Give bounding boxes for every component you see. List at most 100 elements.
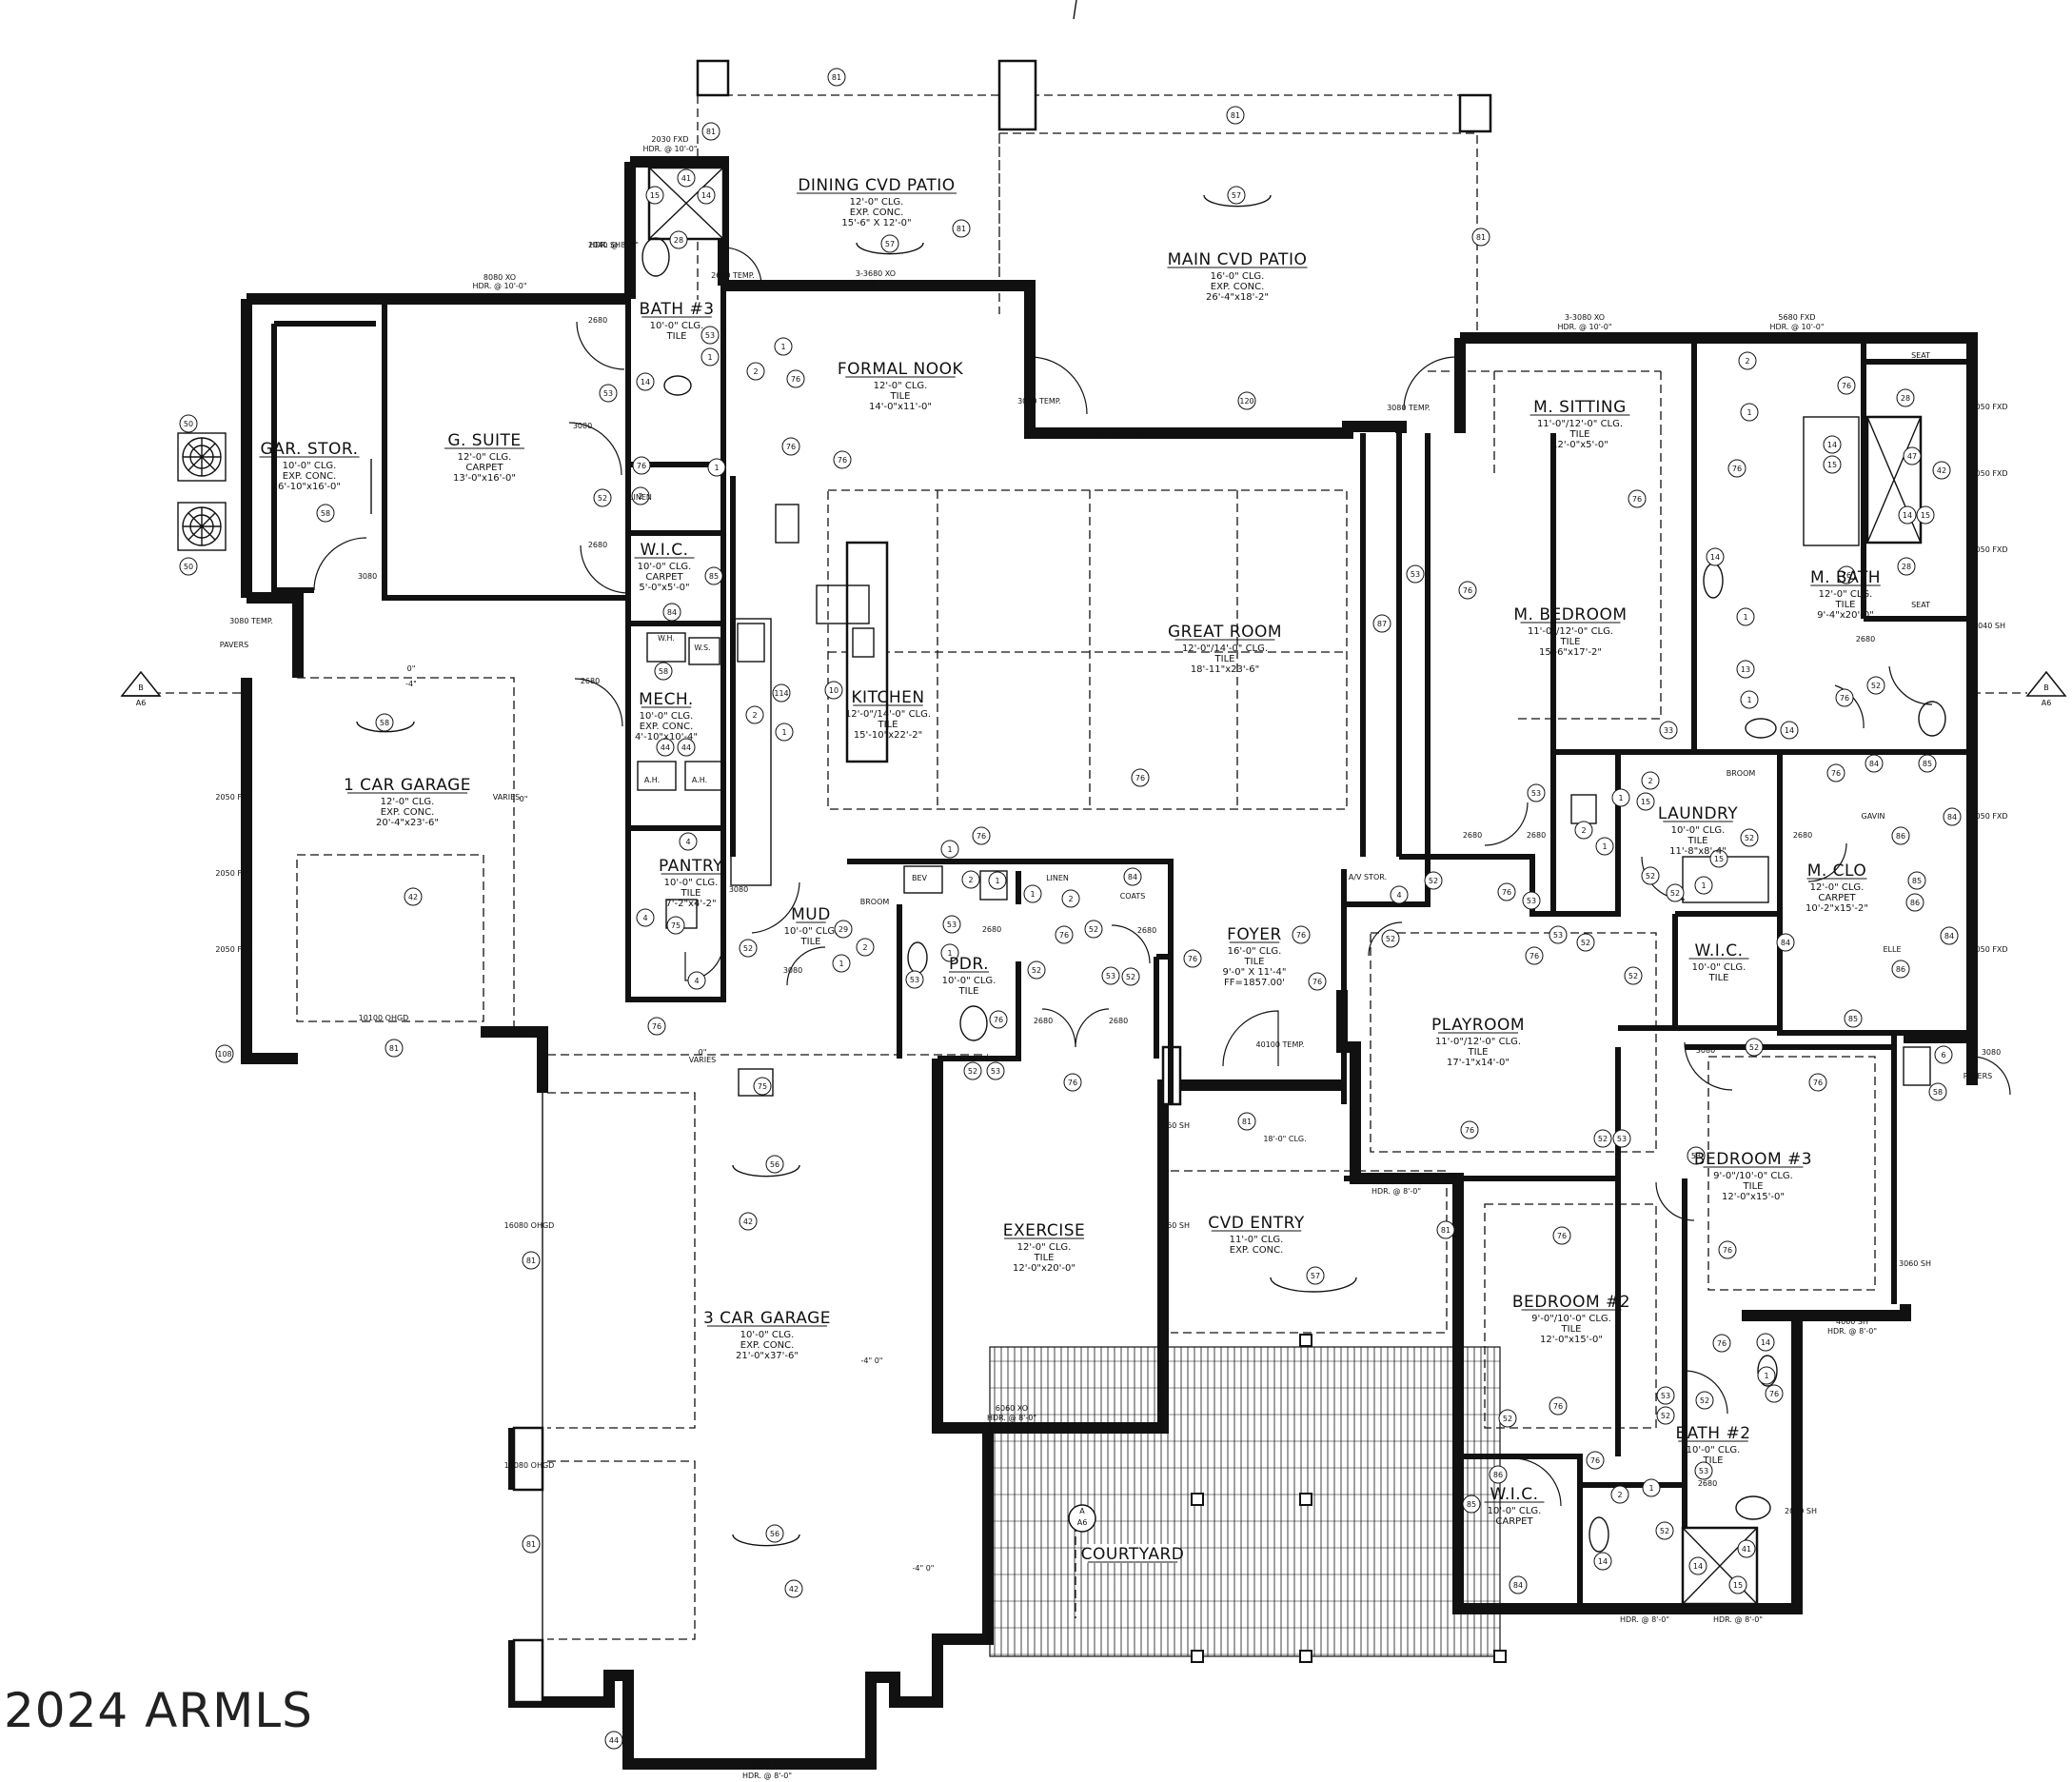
svg-text:81: 81 xyxy=(832,73,841,82)
svg-text:84: 84 xyxy=(1947,813,1957,822)
callout-tag: 52 xyxy=(1624,966,1643,985)
svg-text:2: 2 xyxy=(753,367,758,376)
annotation-label: COATS xyxy=(1120,892,1146,901)
svg-text:1: 1 xyxy=(1030,890,1035,899)
annotation-label: 2680 xyxy=(1109,1017,1128,1025)
svg-text:1: 1 xyxy=(1701,881,1706,890)
ac-units xyxy=(177,432,227,551)
annotation-label: 3-3680 XO xyxy=(856,269,896,278)
svg-text:52: 52 xyxy=(1661,1412,1670,1420)
annotation-label: 2030 FXD xyxy=(651,135,688,144)
callout-tag: 29 xyxy=(834,920,853,939)
callout-tag: 10 xyxy=(824,681,843,700)
svg-text:76: 76 xyxy=(977,832,986,841)
room-name: PDR. xyxy=(949,955,989,974)
svg-text:52: 52 xyxy=(1700,1396,1709,1405)
annotation-label: 2050 FXD xyxy=(1970,545,2007,554)
annotation-label: 2680 xyxy=(1856,635,1875,644)
room-name: PLAYROOM xyxy=(1431,1016,1525,1035)
room-name: W.I.C. xyxy=(1490,1485,1539,1504)
annotation-label: 2680 xyxy=(1137,926,1156,935)
callout-tag: 44 xyxy=(656,738,675,757)
callout-tag: 86 xyxy=(1905,893,1924,912)
callout-tag: 52 xyxy=(1655,1521,1674,1540)
svg-text:84: 84 xyxy=(1944,932,1954,940)
watermark-text: 2024 ARMLS xyxy=(4,1683,313,1738)
callout-tag: 50 xyxy=(179,557,198,576)
room-spec: 10'-0" CLG. xyxy=(784,926,839,937)
callout-tag: 14 xyxy=(1898,505,1917,525)
svg-text:14: 14 xyxy=(1761,1338,1770,1347)
svg-text:4: 4 xyxy=(694,977,699,985)
callout-tag: 2 xyxy=(1738,351,1757,370)
callout-tag: 87 xyxy=(1372,614,1391,633)
annotation-label: 2030 FXD xyxy=(1626,1606,1663,1614)
annotation-label: 2050 FXD xyxy=(215,945,252,954)
room-spec: TILE xyxy=(800,937,821,947)
callout-tag: 53 xyxy=(1694,1461,1713,1480)
svg-text:76: 76 xyxy=(1842,571,1851,580)
room-name: EXERCISE xyxy=(1003,1221,1086,1240)
svg-text:57: 57 xyxy=(1311,1272,1320,1280)
svg-text:14: 14 xyxy=(701,191,711,200)
svg-text:76: 76 xyxy=(1632,495,1642,504)
callout-tag: 1 xyxy=(1023,884,1042,903)
svg-text:14: 14 xyxy=(1903,511,1912,520)
svg-text:57: 57 xyxy=(1232,191,1241,200)
room-name: BATH #2 xyxy=(1675,1424,1750,1443)
callout-tag: 1 xyxy=(775,723,794,742)
svg-text:1: 1 xyxy=(780,343,785,351)
callout-tag: 2 xyxy=(746,362,765,381)
annotation-label: 2680 xyxy=(1034,1017,1053,1025)
annotation-label: -4" 0" xyxy=(861,1356,883,1365)
callout-tag: 2 xyxy=(1574,821,1593,840)
room-spec: 12'-0"x15'-0" xyxy=(1722,1192,1785,1202)
svg-text:52: 52 xyxy=(1503,1415,1512,1423)
svg-text:1: 1 xyxy=(947,949,952,958)
callout-tag: 76 xyxy=(1712,1334,1731,1353)
callout-tag: 52 xyxy=(1666,883,1685,902)
room-label: BEDROOM #39'-0"/10'-0" CLG.TILE12'-0"x15… xyxy=(1694,1150,1812,1202)
room-spec: TILE xyxy=(666,331,687,342)
callout-tag: 52 xyxy=(1381,929,1400,948)
callout-tag: 15 xyxy=(645,186,664,205)
svg-text:76: 76 xyxy=(1312,978,1322,986)
room-name: CVD ENTRY xyxy=(1208,1214,1305,1233)
annotation-label: HDR. @ 8'-0" xyxy=(589,241,639,249)
annotation-label: 3080 TEMP. xyxy=(1387,404,1431,412)
callout-tag: 75 xyxy=(753,1077,772,1096)
callout-tag: 53 xyxy=(701,326,720,345)
svg-text:81: 81 xyxy=(526,1540,536,1549)
callout-tag: 81 xyxy=(522,1534,541,1554)
callout-tag: 57 xyxy=(1306,1266,1325,1285)
room-spec: 10'-0" CLG. xyxy=(942,976,997,986)
callout-tag: 44 xyxy=(604,1731,623,1750)
callout-tag: 52 xyxy=(1121,967,1140,986)
callout-tag: 53 xyxy=(1549,925,1568,944)
svg-text:15: 15 xyxy=(1827,461,1837,469)
room-spec: TILE xyxy=(1835,600,1856,610)
room-name: W.I.C. xyxy=(641,541,689,560)
svg-text:84: 84 xyxy=(1128,873,1137,881)
svg-text:29: 29 xyxy=(839,925,848,934)
svg-text:1: 1 xyxy=(1746,408,1751,417)
svg-text:56: 56 xyxy=(770,1160,779,1169)
annotation-label: 10080 OHGD xyxy=(504,1461,555,1470)
room-spec: 10'-0" CLG. xyxy=(1488,1506,1542,1516)
room-spec: EXP. CONC. xyxy=(1230,1245,1284,1256)
annotation-label: 3080 TEMP. xyxy=(1017,397,1061,406)
room-name: G. SUITE xyxy=(447,431,521,450)
annotation-label: 2680 xyxy=(1793,831,1812,840)
callout-tag: 52 xyxy=(963,1061,982,1080)
callout-tag: 1 xyxy=(1694,876,1713,895)
callout-tag: 53 xyxy=(1406,564,1425,584)
annotation-label: 3080 TEMP. xyxy=(229,617,273,625)
room-spec: 21'-0"x37'-6" xyxy=(736,1351,799,1361)
callout-tag: 4 xyxy=(687,971,706,990)
svg-text:15: 15 xyxy=(650,191,660,200)
room-name: 3 CAR GARAGE xyxy=(703,1309,831,1328)
